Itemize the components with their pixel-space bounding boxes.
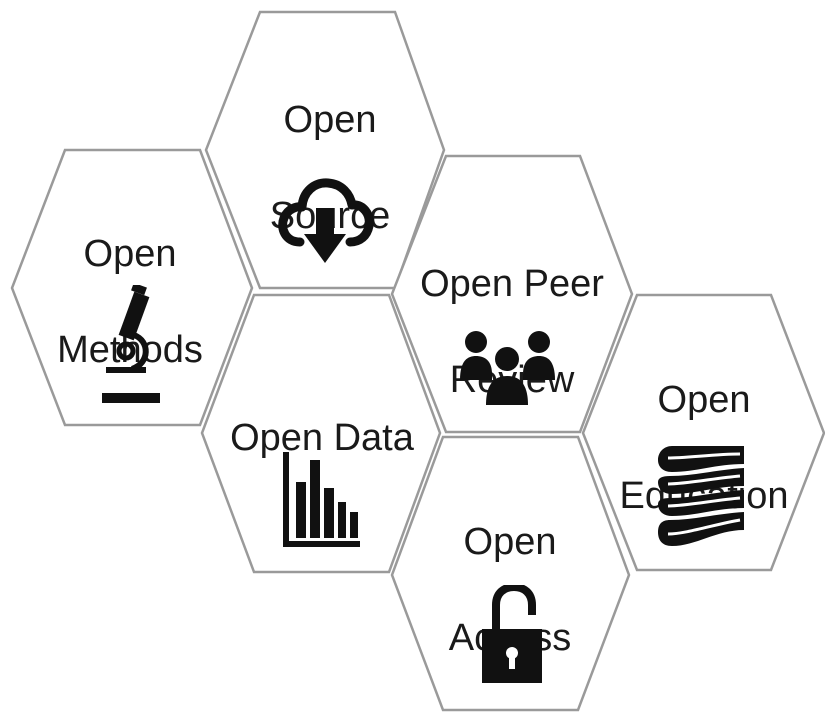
hexagon-open-access <box>390 435 631 712</box>
open-data-label-line1: Open Data <box>230 417 414 459</box>
hexagon-open-peer-review <box>390 154 634 434</box>
microscope-icon <box>102 285 160 403</box>
bar-chart-icon <box>283 452 360 547</box>
hexagon-open-data <box>200 293 442 574</box>
cloud-download-icon <box>278 178 374 263</box>
open-education-label-line1: Open <box>657 379 751 421</box>
open-methods-label: Open Methods <box>30 182 230 422</box>
open-access-label-line1: Open <box>463 521 557 563</box>
open-data-label: Open Data <box>222 366 422 558</box>
hexagon-open-methods <box>10 148 254 427</box>
open-source-label-line1: Open <box>283 99 377 141</box>
book-stack-icon <box>658 446 744 546</box>
unlocked-padlock-icon <box>482 585 542 683</box>
open-methods-label-line1: Open <box>83 233 177 275</box>
open-peer-review-label-line1: Open Peer <box>420 263 604 305</box>
hexagon-open-education <box>581 293 825 572</box>
people-group-icon <box>460 331 555 405</box>
